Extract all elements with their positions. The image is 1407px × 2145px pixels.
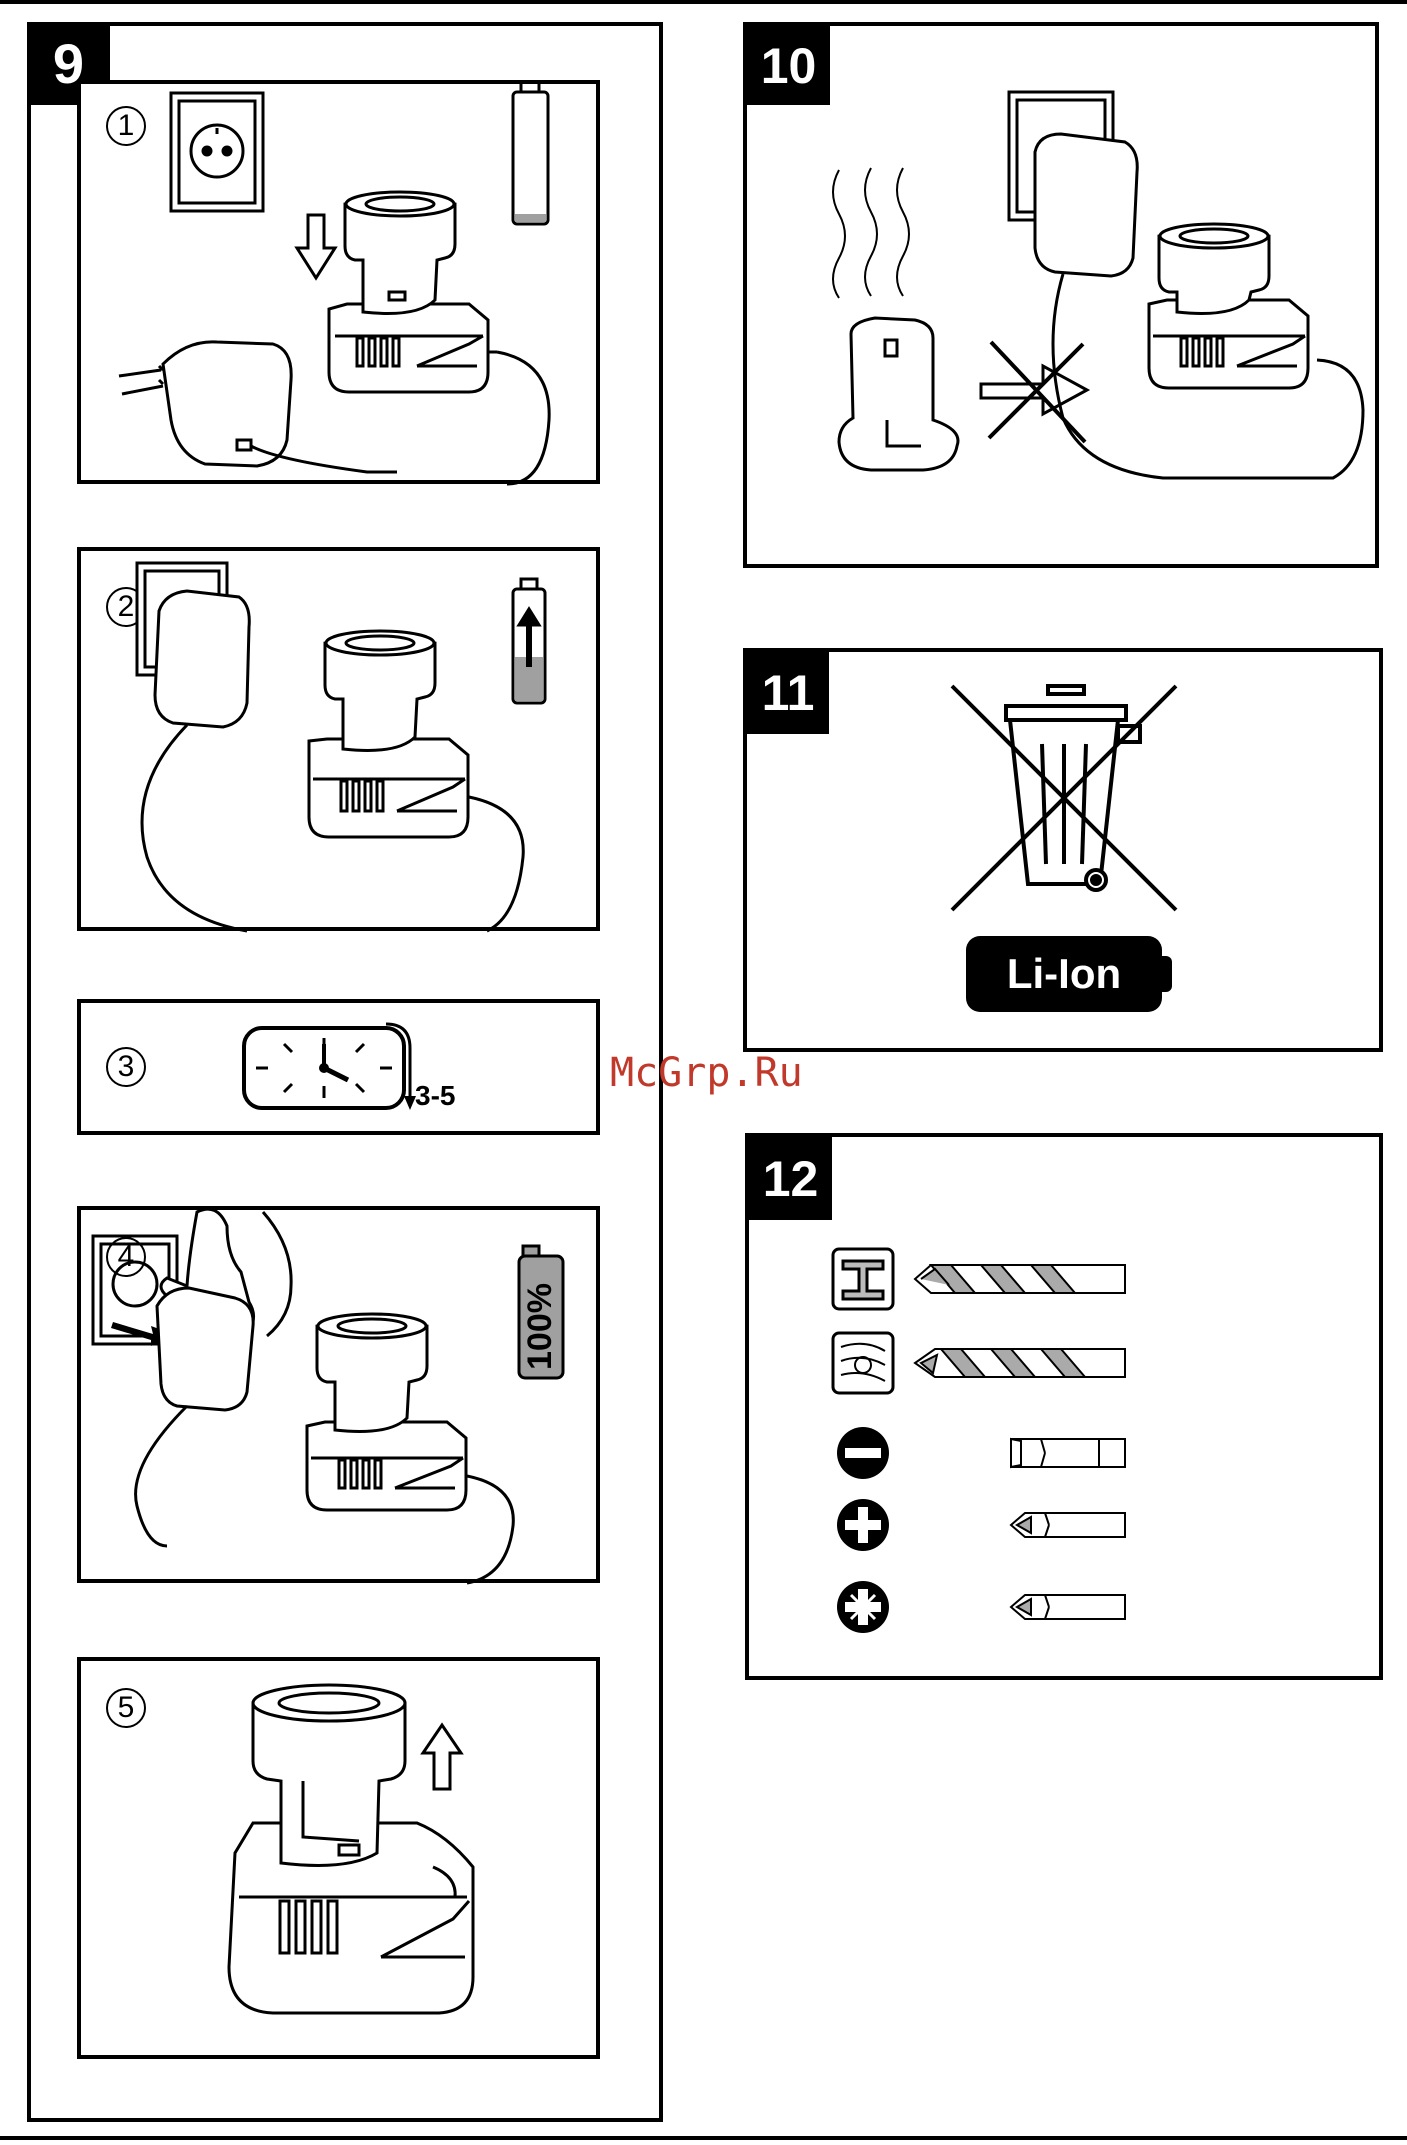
charger-icon	[307, 1422, 466, 1510]
wall-socket-icon	[171, 93, 263, 211]
charger-adapter-icon	[1035, 134, 1137, 276]
battery-pack-icon	[325, 631, 435, 751]
charger-icon	[329, 304, 497, 392]
slotted-bit	[1011, 1439, 1125, 1467]
charger-icon	[309, 739, 468, 837]
battery-charging-icon	[513, 579, 545, 703]
down-arrow-icon	[297, 215, 335, 278]
step-1-illustration	[77, 80, 600, 484]
step-5-illustration	[77, 1657, 600, 2059]
battery-pack-icon	[317, 1314, 427, 1432]
wood-icon	[833, 1333, 893, 1393]
watermark-text: McGrp.Ru	[610, 1050, 803, 1096]
charge-time-label: 3-5	[415, 1080, 455, 1112]
battery-full-label: 100%	[521, 1283, 560, 1370]
charger-cable	[467, 1476, 513, 1583]
up-arrow-icon	[423, 1725, 461, 1789]
charger-adapter-icon	[157, 1288, 253, 1410]
bottom-rule	[0, 2136, 1407, 2140]
charger-cable	[469, 797, 523, 931]
plug-adapter-icon	[119, 342, 291, 466]
heat-waves-icon	[833, 168, 909, 298]
step-4-illustration	[77, 1206, 600, 1583]
section-10-illustration	[743, 22, 1379, 568]
step-2-illustration	[77, 547, 600, 931]
wood-drill-bit	[915, 1349, 1125, 1377]
adapter-cable	[136, 1406, 187, 1546]
battery-low-icon	[513, 82, 548, 224]
metal-icon	[833, 1249, 893, 1309]
section-12-illustration	[745, 1133, 1383, 1680]
charger-adapter-icon	[155, 591, 249, 727]
slotted-icon	[837, 1427, 889, 1479]
step-3-number: 3	[106, 1047, 146, 1087]
masonry-drill-bit	[915, 1265, 1125, 1293]
section-11-number: 11	[747, 652, 829, 734]
phillips-icon	[837, 1499, 889, 1551]
phillips-bit	[1011, 1513, 1125, 1537]
top-rule	[0, 0, 1407, 4]
crossed-bin-icon	[950, 684, 1180, 914]
li-ion-label: Li-Ion	[966, 936, 1162, 1012]
charger-cable	[497, 352, 549, 484]
battery-pack-icon	[839, 318, 958, 470]
pozidriv-icon	[837, 1581, 889, 1633]
charger-icon	[1149, 300, 1308, 388]
pozidriv-bit	[1011, 1595, 1125, 1619]
battery-pack-icon	[345, 192, 455, 314]
adapter-cable	[142, 725, 247, 931]
no-insert-icon	[981, 342, 1087, 442]
